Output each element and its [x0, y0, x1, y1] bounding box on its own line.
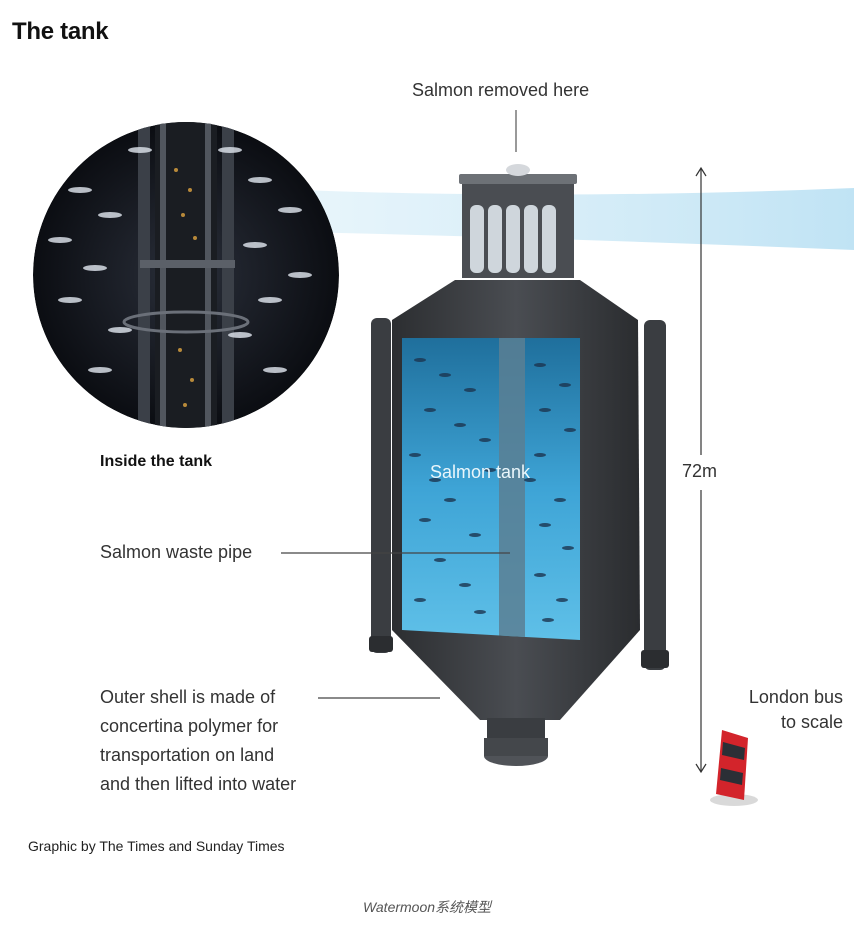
salmon-removed-label: Salmon removed here	[412, 80, 590, 100]
light-beam	[300, 188, 854, 250]
right-side-pipe	[644, 320, 666, 670]
inside-tank-image	[33, 122, 339, 428]
page-title: The tank	[12, 18, 109, 45]
london-bus-icon	[710, 730, 758, 806]
outer-shell-line: and then lifted into water	[100, 774, 297, 794]
outer-shell-label: Outer shell is made of concertina polyme…	[100, 683, 296, 799]
outer-shell-line: concertina polymer for	[100, 716, 279, 736]
bus-label-line: London bus	[748, 687, 843, 707]
height-label: 72m	[682, 461, 718, 481]
waste-pipe-label: Salmon waste pipe	[100, 542, 253, 562]
outer-shell-line: transportation on land	[100, 745, 275, 765]
height-dimension	[695, 166, 707, 774]
outer-shell-line: Outer shell is made of	[100, 687, 276, 707]
watermark: Watermoon系统模型	[362, 899, 492, 915]
bus-label-line: to scale	[780, 712, 843, 732]
bus-label: London bus to scale	[700, 685, 843, 735]
inside-tank-label: Inside the tank	[100, 453, 213, 470]
left-side-pipe	[371, 318, 391, 653]
salmon-tank-window	[402, 338, 580, 640]
graphic-credit: Graphic by The Times and Sunday Times	[28, 838, 285, 854]
salmon-tank-label: Salmon tank	[430, 462, 531, 482]
